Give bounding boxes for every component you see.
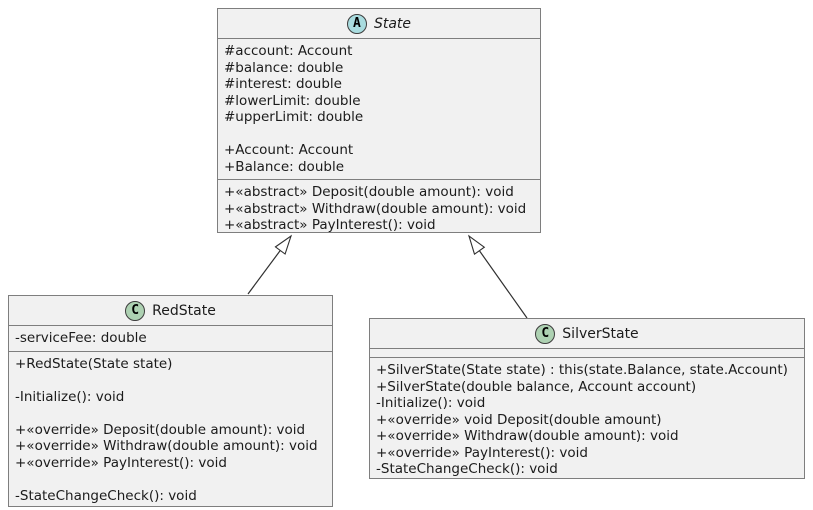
class-icon: C bbox=[125, 300, 146, 321]
class-title-silverstate: SilverState bbox=[562, 325, 639, 342]
attributes-section-state: #account: Account#balance: double#intere… bbox=[218, 38, 540, 179]
class-box-silverstate: C SilverState +SilverState(State state) … bbox=[369, 318, 805, 479]
method-line: +«override» Withdraw(double amount): voi… bbox=[376, 428, 679, 444]
attribute-line: #balance: double bbox=[224, 59, 344, 76]
method-line: +«override» Withdraw(double amount): voi… bbox=[15, 438, 318, 454]
method-line: +«override» void Deposit(double amount) bbox=[376, 411, 662, 428]
attribute-line: #account: Account bbox=[224, 43, 353, 59]
method-line: +«abstract» Deposit(double amount): void bbox=[224, 184, 514, 200]
inheritance-arrow-silverstate-to-state bbox=[467, 234, 528, 319]
method-line: +«abstract» PayInterest(): void bbox=[224, 217, 436, 233]
attribute-line: #upperLimit: double bbox=[224, 109, 364, 125]
attribute-line: -serviceFee: double bbox=[15, 330, 147, 346]
class-icon: C bbox=[535, 323, 556, 344]
method-line bbox=[15, 471, 326, 488]
method-line bbox=[15, 372, 326, 389]
methods-section-redstate: +RedState(State state) -Initialize(): voi… bbox=[9, 350, 332, 509]
class-header-redstate: C RedState bbox=[9, 296, 332, 325]
method-line: +RedState(State state) bbox=[15, 355, 173, 372]
class-box-redstate: C RedState -serviceFee: double +RedState… bbox=[8, 295, 333, 507]
attribute-line: +Account: Account bbox=[224, 142, 354, 158]
attribute-line: +Balance: double bbox=[224, 158, 345, 175]
attribute-line: #interest: double bbox=[224, 76, 342, 92]
class-title-state: State bbox=[373, 15, 412, 32]
attribute-line: #lowerLimit: double bbox=[224, 92, 361, 109]
method-line bbox=[15, 405, 326, 422]
class-title-redstate: RedState bbox=[152, 302, 216, 319]
method-line: +«override» Deposit(double amount): void bbox=[15, 421, 306, 438]
method-line: +SilverState(double balance, Account acc… bbox=[376, 378, 697, 395]
inheritance-arrow-redstate-to-state bbox=[247, 234, 293, 295]
method-line: +«abstract» Withdraw(double amount): voi… bbox=[224, 200, 527, 217]
class-header-silverstate: C SilverState bbox=[370, 319, 804, 348]
attributes-section-silverstate bbox=[370, 348, 804, 357]
methods-section-state: +«abstract» Deposit(double amount): void… bbox=[218, 179, 540, 238]
class-box-state: A State #account: Account#balance: doubl… bbox=[217, 8, 541, 233]
method-line: -Initialize(): void bbox=[376, 395, 486, 411]
method-line: -Initialize(): void bbox=[15, 388, 125, 405]
attribute-line bbox=[224, 126, 534, 143]
method-line: +«override» PayInterest(): void bbox=[376, 444, 588, 461]
method-line: +«override» PayInterest(): void bbox=[15, 454, 227, 471]
method-line: -StateChangeCheck(): void bbox=[15, 487, 197, 504]
method-line: -StateChangeCheck(): void bbox=[376, 461, 558, 477]
attributes-section-redstate: -serviceFee: double bbox=[9, 325, 332, 351]
abstract-class-icon: A bbox=[346, 13, 367, 34]
class-header-state: A State bbox=[218, 9, 540, 38]
method-line: +SilverState(State state) : this(state.B… bbox=[376, 362, 788, 378]
methods-section-silverstate: +SilverState(State state) : this(state.B… bbox=[370, 357, 804, 482]
